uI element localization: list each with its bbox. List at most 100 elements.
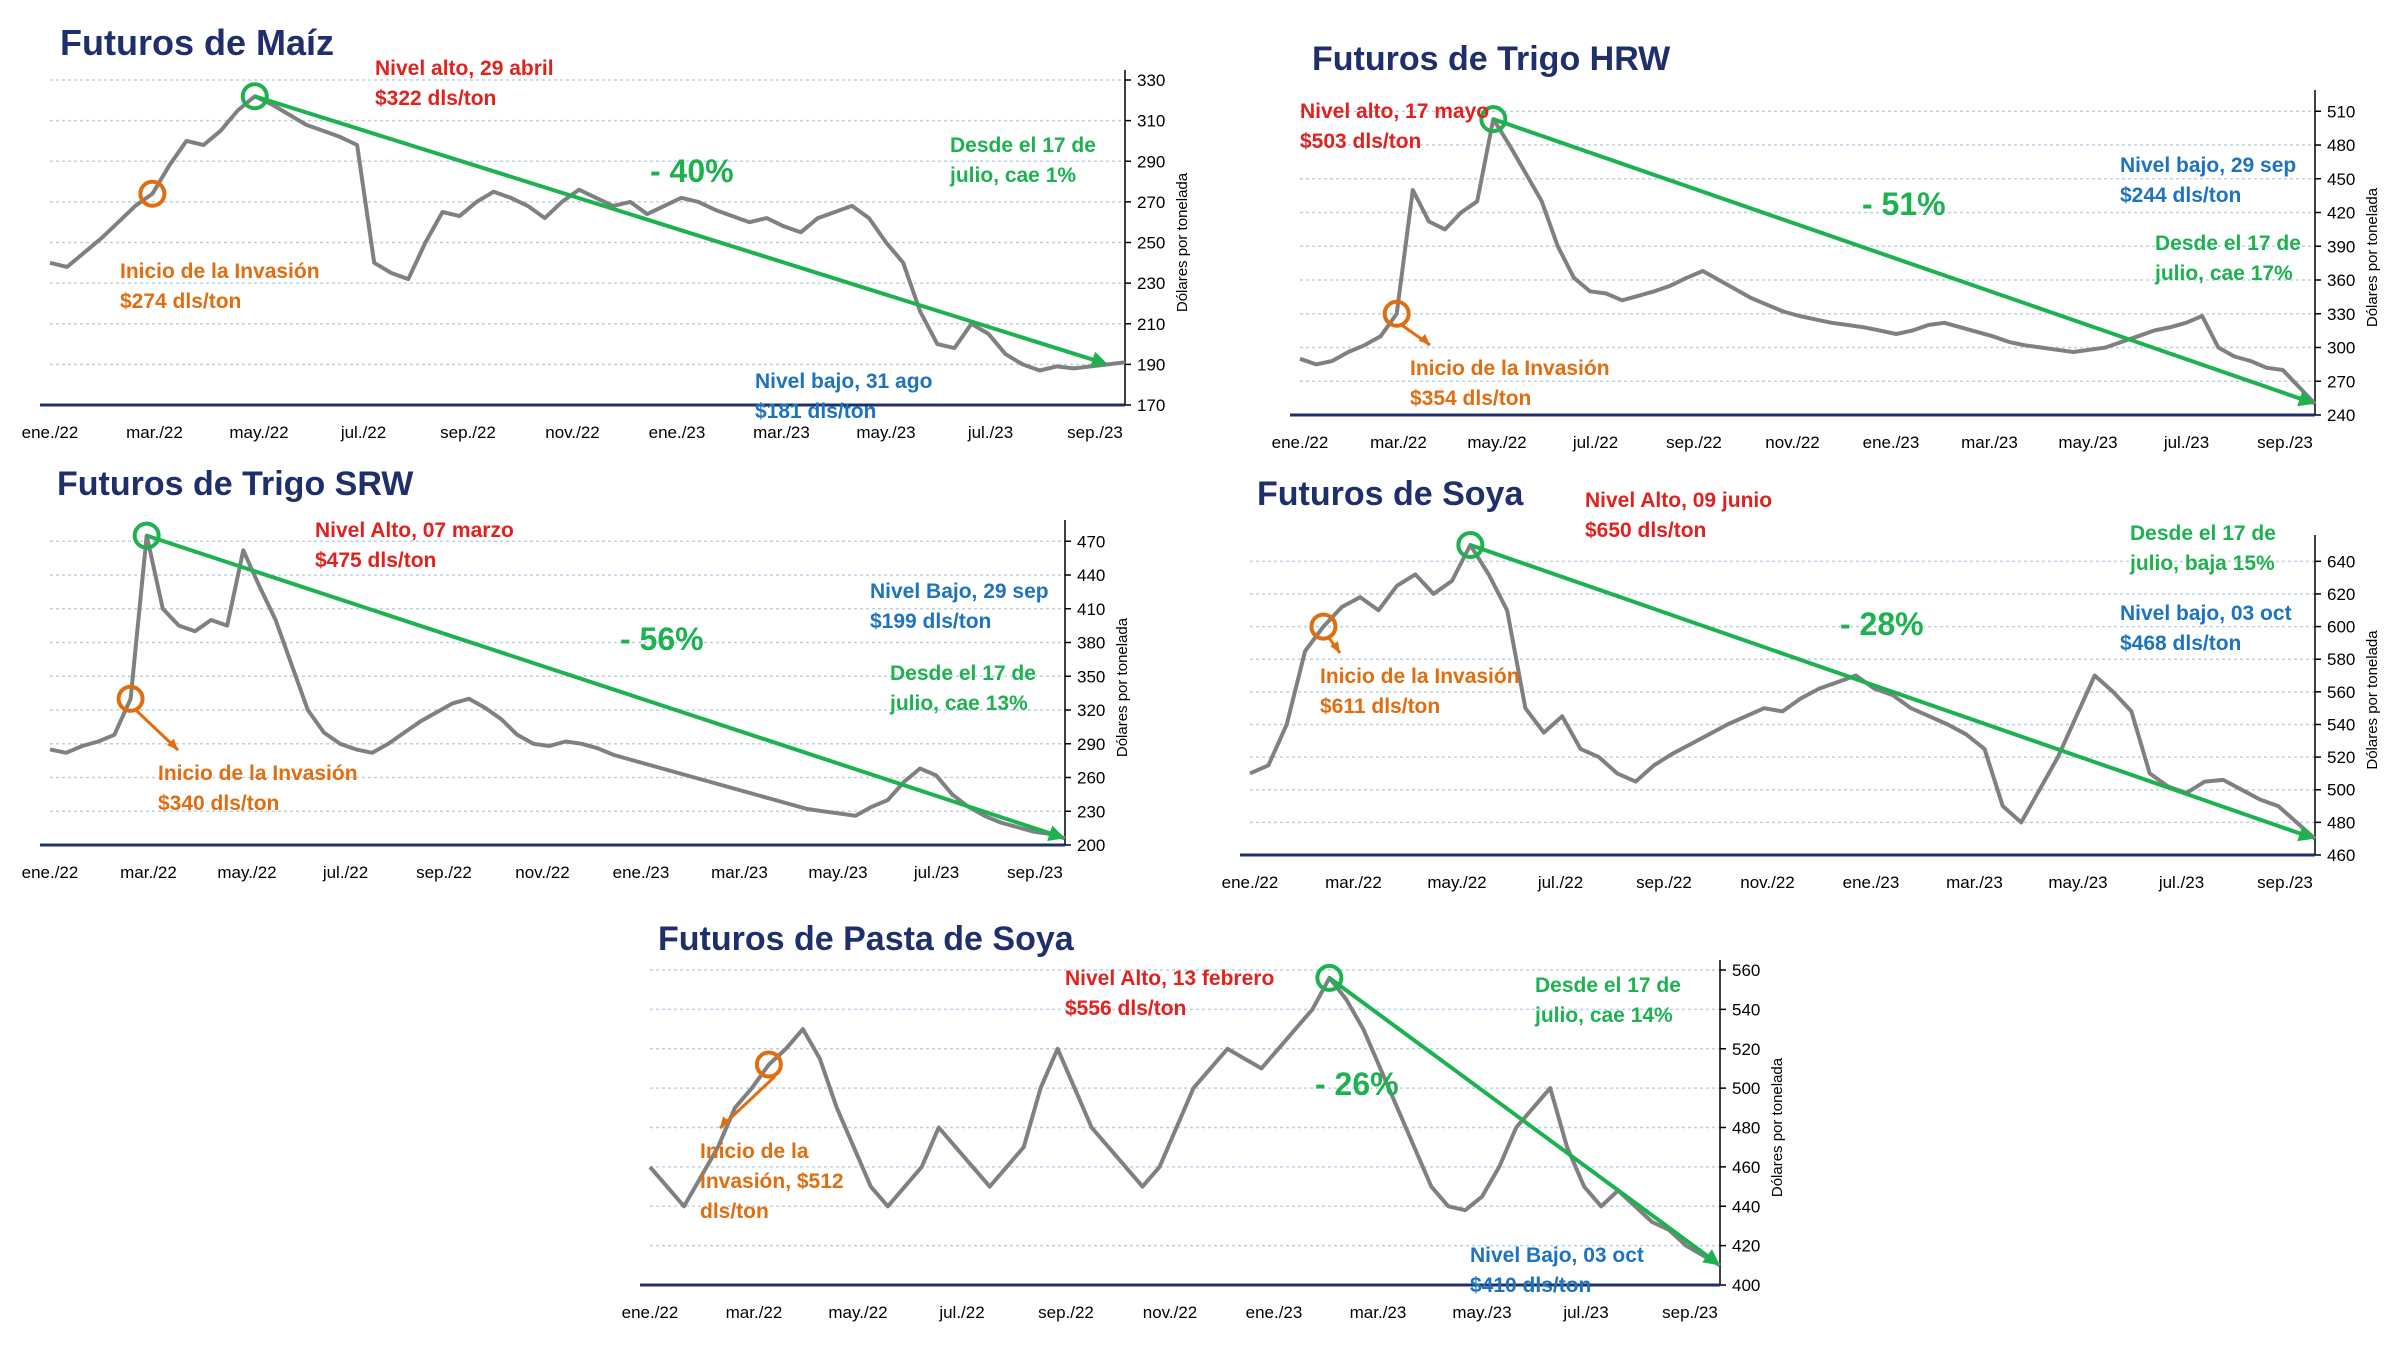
x-tick-label: nov./22 bbox=[1765, 433, 1820, 452]
y-tick-label: 270 bbox=[1137, 193, 1165, 212]
x-tick-label: ene./23 bbox=[1863, 433, 1920, 452]
y-tick-label: 210 bbox=[1137, 315, 1165, 334]
x-tick-label: jul./22 bbox=[322, 863, 368, 882]
x-tick-label: jul./22 bbox=[340, 423, 386, 442]
x-tick-label: jul./23 bbox=[913, 863, 959, 882]
x-tick-label: may./23 bbox=[1452, 1303, 1511, 1322]
y-tick-label: 240 bbox=[2327, 406, 2355, 425]
y-tick-label: 560 bbox=[1732, 961, 1760, 980]
x-tick-label: ene./23 bbox=[1843, 873, 1900, 892]
y-tick-label: 600 bbox=[2327, 618, 2355, 637]
x-tick-label: nov./22 bbox=[515, 863, 570, 882]
annotation-invasion: $354 dls/ton bbox=[1410, 387, 1531, 410]
annotation-invasion: Inicio de la Invasión bbox=[1320, 665, 1520, 688]
x-tick-label: jul./23 bbox=[1562, 1303, 1608, 1322]
invasion-marker bbox=[138, 179, 167, 208]
y-axis-label: Dólares por tonelada bbox=[2364, 187, 2381, 327]
x-tick-label: mar./23 bbox=[1946, 873, 2003, 892]
annotation-pct-change: - 40% bbox=[650, 153, 734, 189]
x-tick-label: sep./22 bbox=[1636, 873, 1692, 892]
chart-soya: Futuros de Soya4604805005205405605806006… bbox=[1222, 475, 2381, 892]
trend-arrow-line bbox=[1492, 117, 2303, 402]
y-tick-label: 520 bbox=[2327, 748, 2355, 767]
annotation-low: $410 dls/ton bbox=[1470, 1274, 1591, 1297]
y-tick-label: 510 bbox=[2327, 102, 2355, 121]
x-tick-label: ene./23 bbox=[613, 863, 670, 882]
y-tick-label: 290 bbox=[1077, 735, 1105, 754]
x-tick-label: sep./23 bbox=[1007, 863, 1063, 882]
y-tick-label: 410 bbox=[1077, 600, 1105, 619]
x-tick-label: nov./22 bbox=[545, 423, 600, 442]
x-tick-label: mar./23 bbox=[753, 423, 810, 442]
y-tick-label: 640 bbox=[2327, 552, 2355, 571]
series-line bbox=[1249, 543, 2317, 841]
y-tick-label: 360 bbox=[2327, 271, 2355, 290]
x-tick-label: jul./22 bbox=[938, 1303, 984, 1322]
invasion-arrow-head bbox=[1330, 641, 1340, 653]
y-tick-label: 480 bbox=[2327, 136, 2355, 155]
trend-arrow-line bbox=[1469, 543, 2303, 836]
annotation-low: Nivel bajo, 31 ago bbox=[755, 370, 932, 393]
y-tick-label: 270 bbox=[2327, 372, 2355, 391]
y-axis-label: Dólares por tonelada bbox=[2364, 630, 2381, 770]
trend-arrow-head bbox=[1702, 1249, 1720, 1266]
x-tick-label: sep./22 bbox=[440, 423, 496, 442]
x-tick-label: may./22 bbox=[1467, 433, 1526, 452]
annotation-since-july: julio, cae 13% bbox=[889, 692, 1028, 715]
trend-arrow-line bbox=[146, 533, 1053, 836]
chart-pasta-soya: Futuros de Pasta de Soya4004204404604805… bbox=[622, 920, 1786, 1322]
annotation-low: $199 dls/ton bbox=[870, 610, 991, 633]
y-tick-label: 460 bbox=[2327, 846, 2355, 865]
y-tick-label: 480 bbox=[2327, 813, 2355, 832]
x-tick-label: nov./22 bbox=[1143, 1303, 1198, 1322]
chart-title: Futuros de Soya bbox=[1257, 475, 1524, 513]
x-tick-label: ene./22 bbox=[1272, 433, 1329, 452]
annotation-high: Nivel alto, 17 mayo bbox=[1300, 100, 1489, 123]
series-line bbox=[1299, 117, 2317, 406]
y-tick-label: 400 bbox=[1732, 1276, 1760, 1295]
annotation-invasion: Inicio de la Invasión bbox=[158, 762, 358, 785]
x-tick-label: mar./23 bbox=[711, 863, 768, 882]
high-point-marker bbox=[132, 521, 161, 550]
x-tick-label: ene./22 bbox=[22, 423, 79, 442]
invasion-marker bbox=[116, 684, 145, 713]
annotation-high: $556 dls/ton bbox=[1065, 997, 1186, 1020]
trend-arrow-line bbox=[254, 94, 1096, 363]
y-tick-label: 470 bbox=[1077, 532, 1105, 551]
annotation-invasion: $340 dls/ton bbox=[158, 792, 279, 815]
invasion-marker bbox=[754, 1050, 783, 1079]
chart-title: Futuros de Trigo SRW bbox=[57, 465, 414, 503]
y-tick-label: 500 bbox=[2327, 781, 2355, 800]
x-tick-label: may./22 bbox=[1427, 873, 1486, 892]
high-point-marker bbox=[240, 82, 269, 111]
high-point-marker bbox=[1315, 963, 1344, 992]
y-axis-label: Dólares por tonelada bbox=[1769, 1057, 1786, 1197]
annotation-high: Nivel alto, 29 abril bbox=[375, 57, 554, 80]
y-tick-label: 440 bbox=[1732, 1197, 1760, 1216]
invasion-arrow-head bbox=[167, 738, 178, 750]
x-tick-label: ene./22 bbox=[22, 863, 79, 882]
y-tick-label: 170 bbox=[1137, 396, 1165, 415]
x-tick-label: mar./22 bbox=[1325, 873, 1382, 892]
annotation-invasion: $274 dls/ton bbox=[120, 290, 241, 313]
annotation-high: Nivel Alto, 07 marzo bbox=[315, 519, 514, 542]
invasion-arrow-head bbox=[720, 1116, 731, 1128]
x-tick-label: may./22 bbox=[217, 863, 276, 882]
y-tick-label: 420 bbox=[1732, 1237, 1760, 1256]
x-tick-label: may./23 bbox=[856, 423, 915, 442]
x-tick-label: mar./23 bbox=[1961, 433, 2018, 452]
annotation-since-july: julio, cae 1% bbox=[949, 164, 1076, 187]
x-tick-label: jul./23 bbox=[2163, 433, 2209, 452]
y-tick-label: 320 bbox=[1077, 701, 1105, 720]
annotation-high: $322 dls/ton bbox=[375, 87, 496, 110]
trend-arrow-head bbox=[2297, 390, 2315, 407]
annotation-since-july: Desde el 17 de bbox=[2130, 522, 2276, 545]
annotation-invasion: Inicio de la Invasión bbox=[120, 260, 320, 283]
series-line bbox=[648, 975, 1721, 1268]
y-tick-label: 450 bbox=[2327, 170, 2355, 189]
x-tick-label: may./22 bbox=[828, 1303, 887, 1322]
annotation-high: $503 dls/ton bbox=[1300, 130, 1421, 153]
